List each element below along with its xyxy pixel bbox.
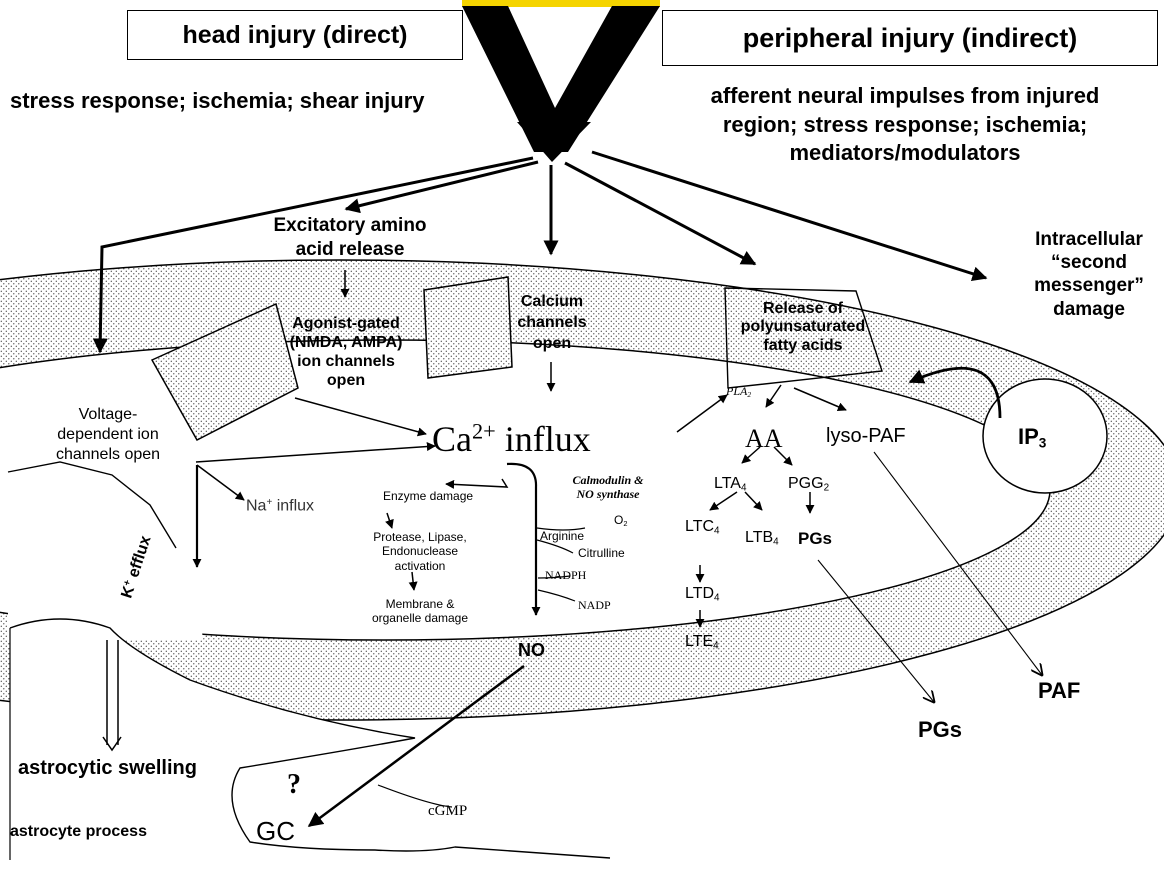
ltd4-label: LTD4 (685, 585, 720, 604)
aa-label: AA (745, 424, 783, 455)
calcium-channels-label: Calcium channels open (502, 292, 602, 354)
lta4-label: LTA4 (714, 475, 746, 494)
pla2-label: PLA2 (726, 384, 751, 400)
unknown-mark: ? (287, 768, 301, 801)
gc-label: GC (256, 816, 295, 847)
pufa-release-label: Release of polyunsaturated fatty acids (728, 300, 878, 355)
ip3-label: IP3 (1018, 424, 1046, 452)
peripheral-injury-box: peripheral injury (indirect) (662, 10, 1158, 66)
enzyme-damage-label: Enzyme damage (383, 489, 473, 503)
indirect-causes-line-1: afferent neural impulses from injured (640, 82, 1164, 111)
o2-label: O2 (614, 513, 627, 529)
no-enzyme-label: Calmodulin & NO synthase (548, 473, 668, 502)
indirect-causes: afferent neural impulses from injured re… (640, 82, 1164, 168)
ltb4-label: LTB4 (745, 529, 779, 548)
agonist-gated-label: Agonist-gated (NMDA, AMPA) ion channels … (276, 315, 416, 391)
citrulline-label: Citrulline (578, 546, 625, 560)
cgmp-label: cGMP (428, 803, 467, 821)
membrane-fragment-top (424, 277, 512, 378)
indirect-causes-line-2: region; stress response; ischemia; (640, 111, 1164, 140)
nadp-label: NADP (578, 598, 611, 612)
arginine-label: Arginine (540, 529, 584, 543)
na-influx-label: Na+ influx (246, 497, 314, 516)
direct-causes: stress response; ischemia; shear injury (10, 88, 425, 114)
astrocyte-process-label: astrocyte process (10, 823, 147, 842)
voltage-dependent-label: Voltage- dependent ion channels open (18, 405, 198, 465)
pgg2-label: PGG2 (788, 475, 829, 494)
no-synthesis-line (507, 464, 536, 615)
ca-influx-label: Ca2+ influx (432, 418, 591, 460)
indirect-causes-line-3: mediators/modulators (640, 139, 1164, 168)
membrane-damage-label: Membrane & organelle damage (365, 597, 475, 626)
pgs-output-label: PGs (918, 717, 962, 743)
lyso-paf-label: lyso-PAF (826, 425, 906, 449)
head-injury-label: head injury (direct) (182, 21, 407, 50)
no-label: NO (518, 640, 545, 661)
enzyme-activation-label: Protease, Lipase, Endonuclease activatio… (365, 530, 475, 573)
excitatory-amino-acid-label: Excitatory amino acid release (250, 214, 450, 262)
ltc4-label: LTC4 (685, 518, 720, 537)
head-injury-box: head injury (direct) (127, 10, 463, 60)
nadph-label: NADPH (545, 568, 586, 582)
second-messenger-label: Intracellular “second messenger” damage (1018, 228, 1160, 321)
lte4-label: LTE4 (685, 633, 719, 652)
astrocytic-swelling-label: astrocytic swelling (18, 757, 197, 781)
paf-output-label: PAF (1038, 678, 1080, 704)
pgs-inner-label: PGs (798, 529, 832, 549)
membrane-tear (8, 462, 203, 640)
peripheral-injury-label: peripheral injury (indirect) (743, 23, 1078, 54)
